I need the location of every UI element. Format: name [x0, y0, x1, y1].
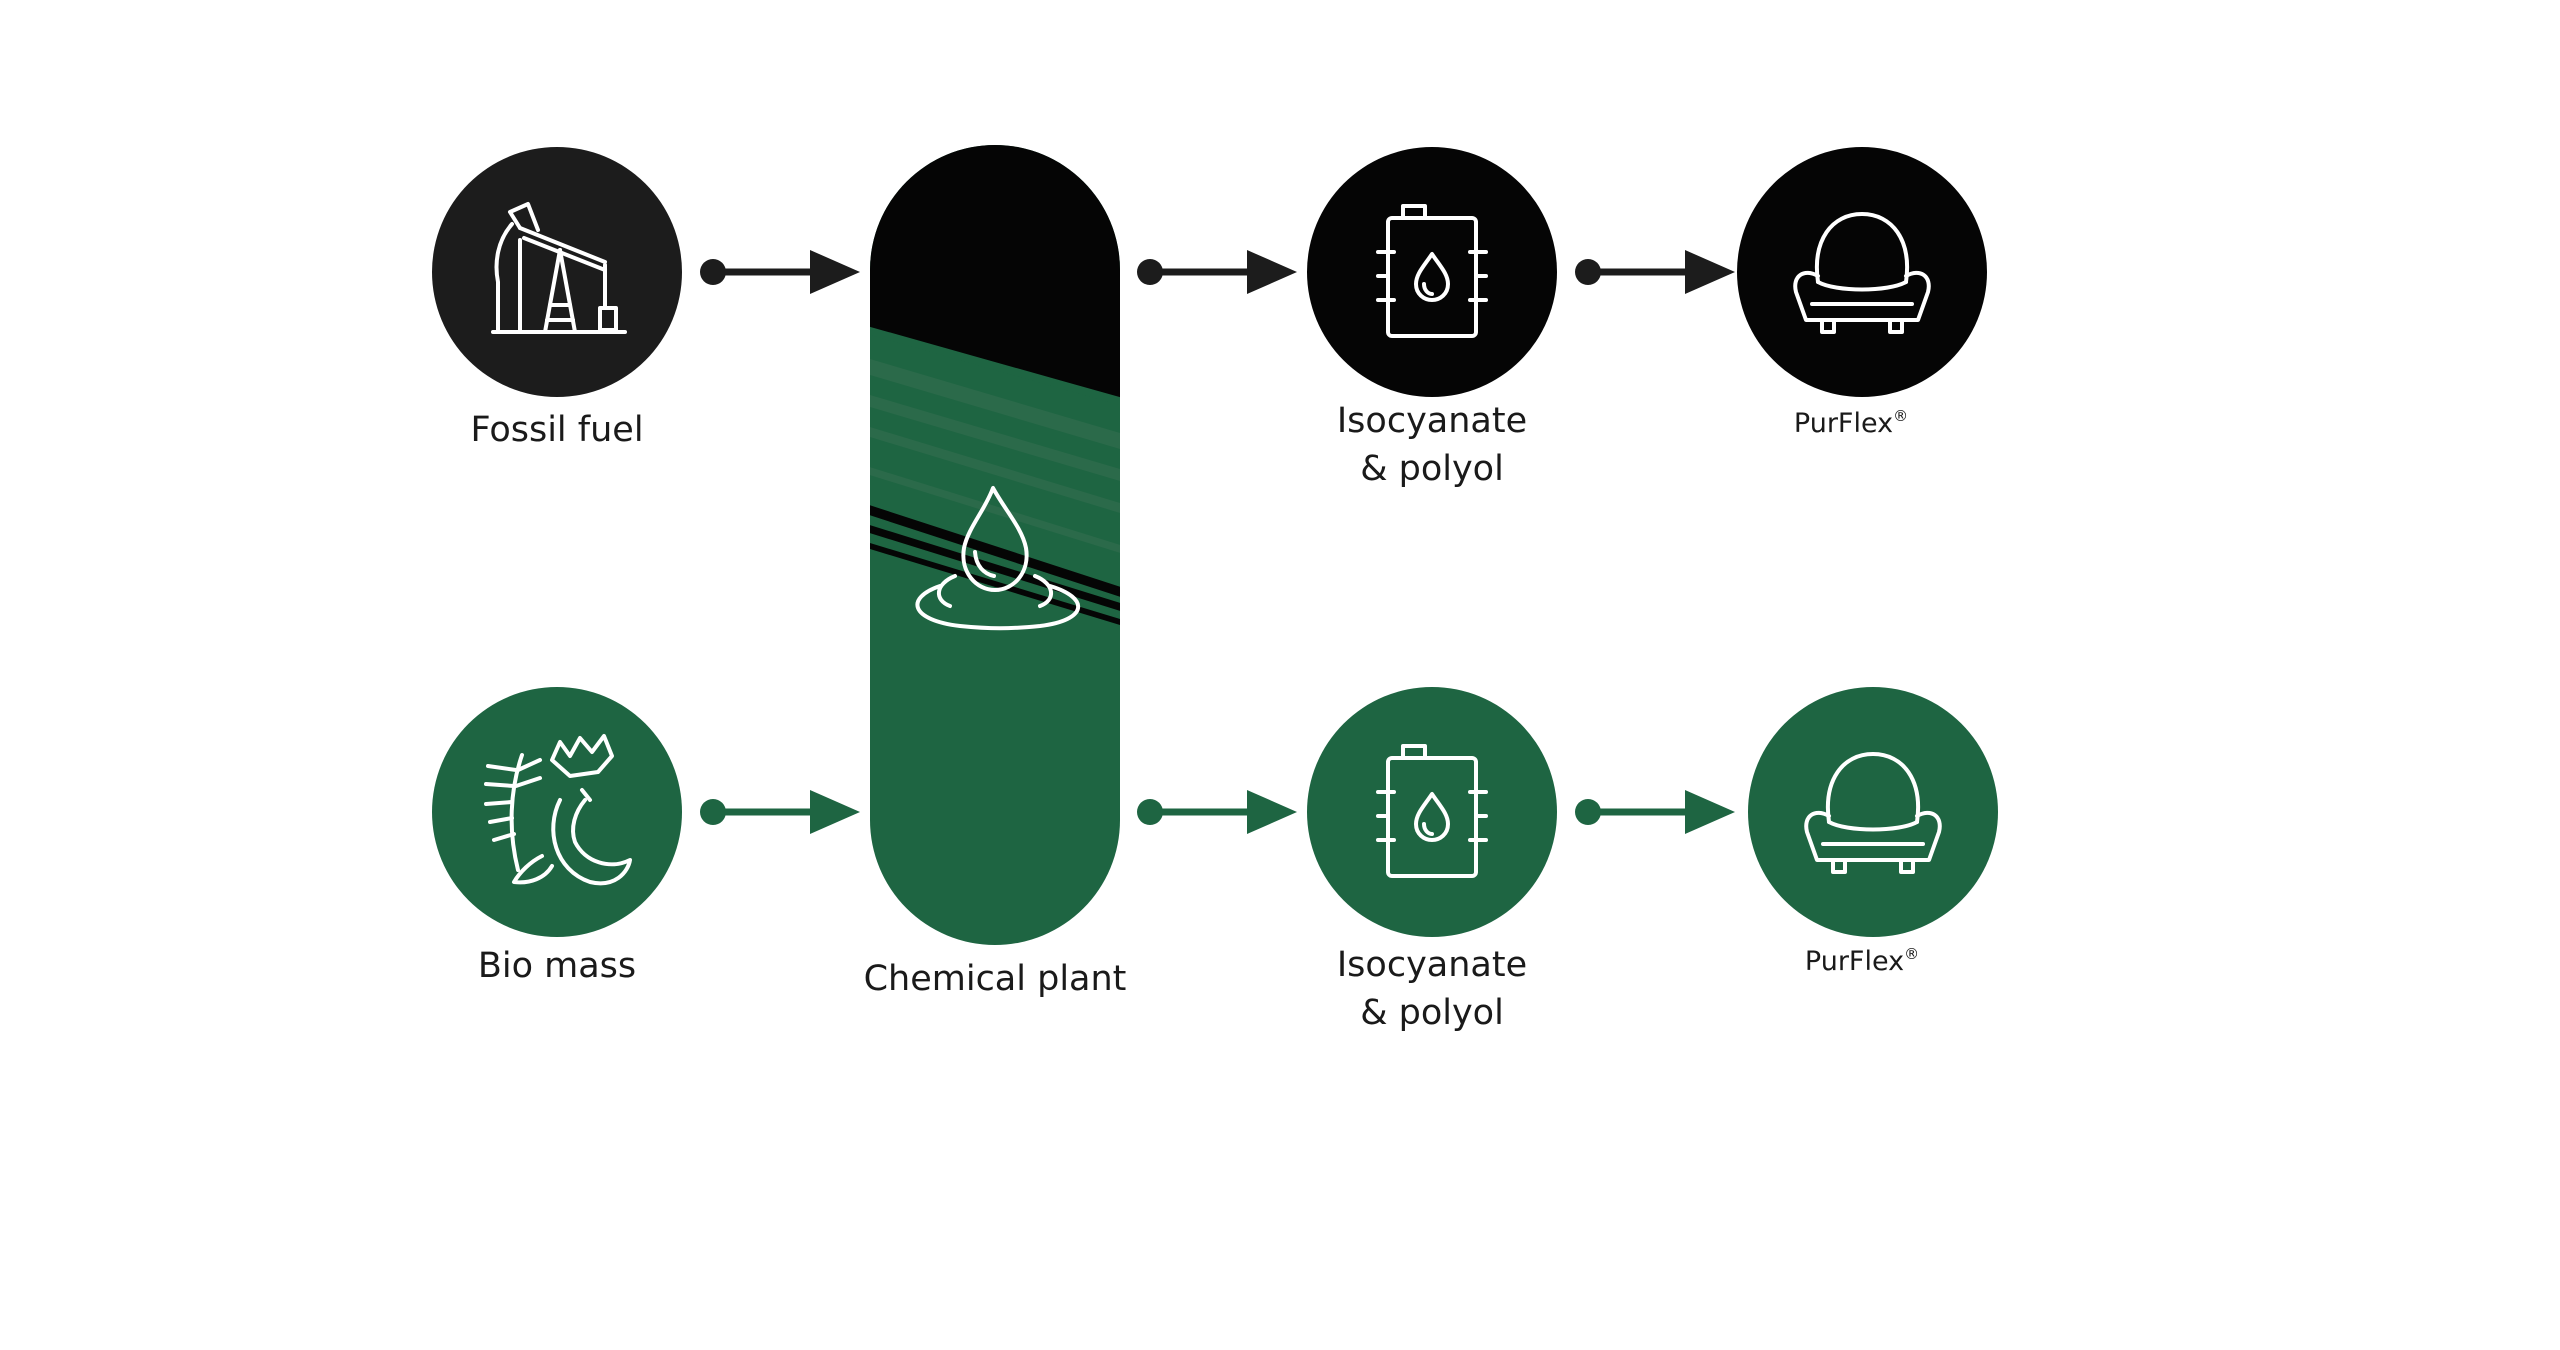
- purflex-top-label-text: PurFlex: [1794, 408, 1893, 439]
- armchair-icon: [1793, 212, 1931, 334]
- purflex-bottom-node: PurFlex®: [1748, 687, 1998, 977]
- bio-mass-node: Bio mass: [432, 687, 682, 986]
- chemical-plant-node: Chemical plant: [864, 145, 1127, 999]
- fossil-fuel-label: Fossil fuel: [470, 410, 643, 450]
- isocyanate-bottom-label-line1: Isocyanate: [1337, 945, 1527, 985]
- isocyanate-top-circle: [1307, 147, 1557, 397]
- arrow-iso-bottom-to-purflex-bottom: [1575, 790, 1735, 834]
- barrel-icon: [1376, 204, 1488, 338]
- water-drop-icon: [915, 486, 1081, 631]
- bio-mass-label: Bio mass: [478, 946, 636, 986]
- arrow-plant-to-iso-bottom: [1137, 790, 1297, 834]
- isocyanate-bottom-label-line2: & polyol: [1360, 993, 1504, 1033]
- purflex-bottom-label-text: PurFlex: [1805, 946, 1904, 977]
- biomass-leaves-icon: [484, 734, 632, 886]
- fossil-fuel-node: Fossil fuel: [432, 147, 682, 450]
- purflex-bottom-label: PurFlex®: [1805, 945, 1919, 977]
- isocyanate-top-label-line2: & polyol: [1360, 449, 1504, 489]
- isocyanate-top-node: Isocyanate & polyol: [1307, 147, 1557, 489]
- purflex-top-label: PurFlex®: [1794, 407, 1908, 439]
- isocyanate-bottom-circle: [1307, 687, 1557, 937]
- oil-pump-icon: [491, 202, 627, 334]
- registered-mark: ®: [1904, 945, 1919, 963]
- purflex-top-circle: [1737, 147, 1987, 397]
- registered-mark: ®: [1893, 407, 1908, 425]
- chemical-plant-pill: [870, 145, 1120, 945]
- armchair-icon: [1804, 752, 1942, 874]
- isocyanate-top-label-line1: Isocyanate: [1337, 401, 1527, 441]
- arrow-plant-to-iso-top: [1137, 250, 1297, 294]
- purflex-bottom-circle: [1748, 687, 1998, 937]
- barrel-icon: [1376, 744, 1488, 878]
- arrow-fossil-to-plant: [700, 250, 860, 294]
- chemical-plant-label: Chemical plant: [864, 959, 1127, 999]
- purflex-top-node: PurFlex®: [1737, 147, 1987, 439]
- arrow-iso-top-to-purflex-top: [1575, 250, 1735, 294]
- arrow-biomass-to-plant: [700, 790, 860, 834]
- isocyanate-bottom-node: Isocyanate & polyol: [1307, 687, 1557, 1033]
